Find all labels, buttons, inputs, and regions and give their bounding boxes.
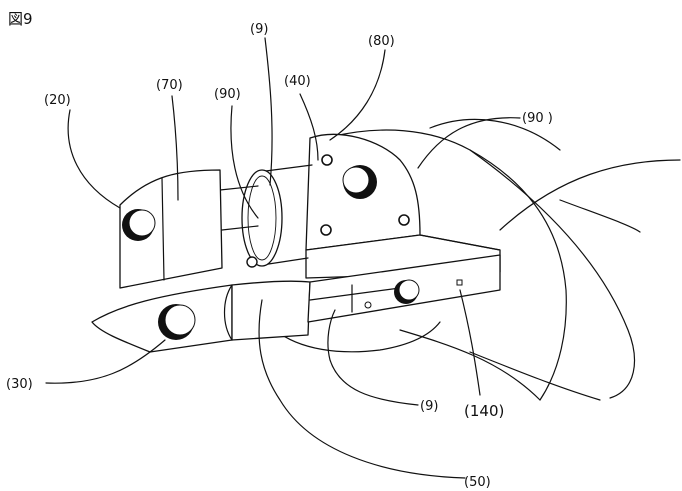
label-20: (20) bbox=[44, 93, 71, 108]
label-9-top: (9) bbox=[250, 22, 268, 37]
block-80 bbox=[306, 134, 500, 278]
label-30: (30) bbox=[6, 377, 33, 392]
figure-title: 図9 bbox=[8, 10, 33, 28]
label-40: (40) bbox=[284, 74, 311, 89]
label-50: (50) bbox=[464, 475, 491, 490]
label-80: (80) bbox=[368, 34, 395, 49]
label-140: (140) bbox=[464, 402, 504, 420]
label-70: (70) bbox=[156, 78, 183, 93]
label-9-bottom: (9) bbox=[420, 399, 438, 414]
connecting-cylinder bbox=[220, 165, 312, 267]
label-90-right: (90 ) bbox=[522, 111, 553, 126]
front-block-20 bbox=[120, 170, 222, 288]
label-90-left: (90) bbox=[214, 87, 241, 102]
